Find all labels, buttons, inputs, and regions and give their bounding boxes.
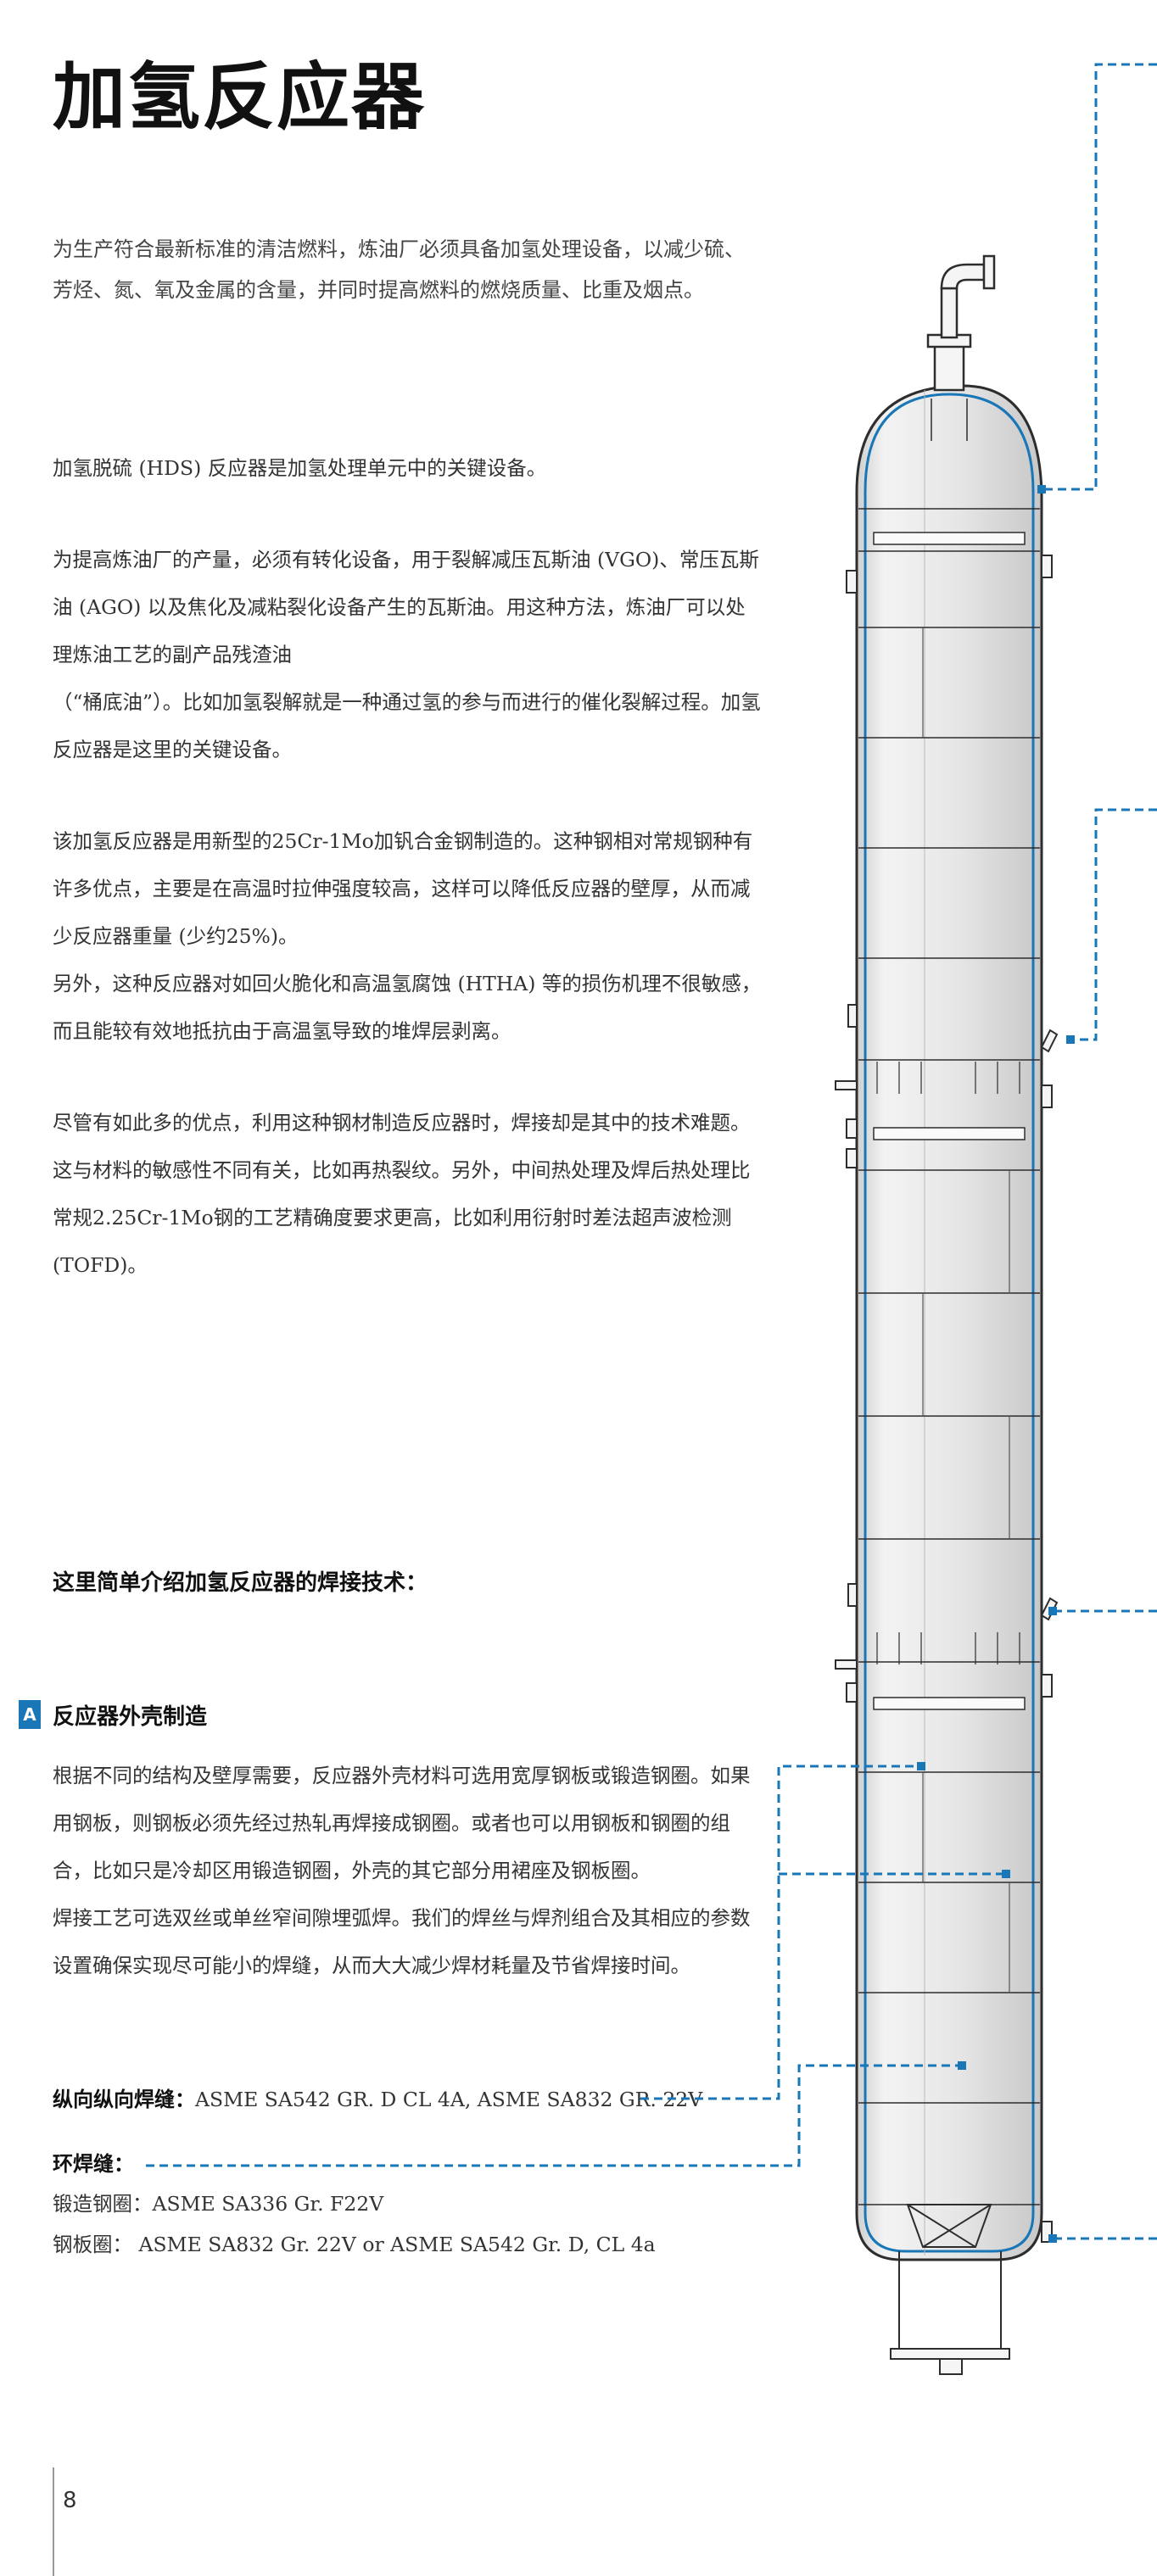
circumferential-seam-label: 环焊缝：	[53, 2152, 134, 2176]
reactor-inner-lining	[864, 393, 1035, 2253]
page-title: 加氢反应器	[53, 55, 426, 140]
callout-lines	[146, 63, 1157, 2240]
paragraph-welding-challenge: 尽管有如此多的优点，利用这种钢材制造反应器时，焊接却是其中的技术难题。这与材料的…	[53, 1099, 765, 1289]
section-a-heading: 反应器外壳制造	[53, 1704, 208, 1730]
reactor-shell	[855, 384, 1043, 2261]
paragraph-material: 该加氢反应器是用新型的25Cr-1Mo加钒合金钢制造的。这种钢相对常规钢种有许多…	[53, 817, 765, 1055]
welding-intro-heading: 这里简单介绍加氢反应器的焊接技术：	[53, 1570, 428, 1596]
paragraph-line: （“桶底油”）。比如加氢裂解就是一种通过氢的参与而进行的催化裂解过程。加氢反应器…	[53, 690, 761, 761]
longitudinal-seam-label: 纵向纵向焊缝：	[53, 2088, 195, 2111]
paragraph-line: 焊接工艺可选双丝或单丝窄间隙埋弧焊。我们的焊丝与焊剂组合及其相应的参数设置确保实…	[53, 1906, 751, 1977]
page-footer-rule	[53, 2467, 54, 2576]
longitudinal-seam-value: ASME SA542 GR. D CL 4A, ASME SA832 GR. 2…	[195, 2088, 703, 2111]
paragraph-line: 为提高炼油厂的产量，必须有转化设备，用于裂解减压瓦斯油 (VGO)、常压瓦斯油 …	[53, 548, 759, 666]
side-nozzles	[835, 555, 1059, 2243]
paragraph-line: 根据不同的结构及壁厚需要，反应器外壳材料可选用宽厚钢板或锻造钢圈。如果用钢板，则…	[53, 1764, 751, 1882]
forged-ring-spec: 锻造钢圈：ASME SA336 Gr. F22V	[53, 2192, 384, 2216]
circumferential-seam-spec: 环焊缝：	[53, 2147, 134, 2177]
distributor-tray	[873, 532, 1026, 1710]
paragraph-line: 尽管有如此多的优点，利用这种钢材制造反应器时，焊接却是其中的技术难题。这与材料的…	[53, 1111, 751, 1277]
paragraph-conversion: 为提高炼油厂的产量，必须有转化设备，用于裂解减压瓦斯油 (VGO)、常压瓦斯油 …	[53, 536, 765, 773]
page-number: 8	[63, 2488, 77, 2513]
paragraph-hds: 加氢脱硫 (HDS) 反应器是加氢处理单元中的关键设备。	[53, 444, 765, 492]
paragraph-line: 另外，这种反应器对如回火脆化和高温氢腐蚀 (HTHA) 等的损伤机理不很敏感，而…	[53, 972, 762, 1043]
longitudinal-seam-spec: 纵向纵向焊缝：ASME SA542 GR. D CL 4A, ASME SA83…	[53, 2083, 702, 2112]
intro-paragraph: 为生产符合最新标准的清洁燃料，炼油厂必须具备加氢处理设备，以减少硫、芳烃、氮、氧…	[53, 237, 745, 302]
callout-markers	[917, 485, 1075, 2243]
bottom-skirt	[890, 2204, 1010, 2375]
paragraph-shell-fabrication: 根据不同的结构及壁厚需要，反应器外壳材料可选用宽厚钢板或锻造钢圈。如果用钢板，则…	[53, 1752, 757, 1989]
plate-ring-spec: 钢板圈： ASME SA832 Gr. 22V or ASME SA542 Gr…	[53, 2233, 656, 2256]
paragraph-line: 加氢脱硫 (HDS) 反应器是加氢处理单元中的关键设备。	[53, 456, 547, 480]
vessel-section-lines	[858, 508, 1040, 2205]
paragraph-line: 该加氢反应器是用新型的25Cr-1Mo加钒合金钢制造的。这种钢相对常规钢种有许多…	[53, 829, 753, 948]
section-badge: A	[19, 1700, 41, 1729]
top-inlet-nozzle	[926, 254, 996, 392]
